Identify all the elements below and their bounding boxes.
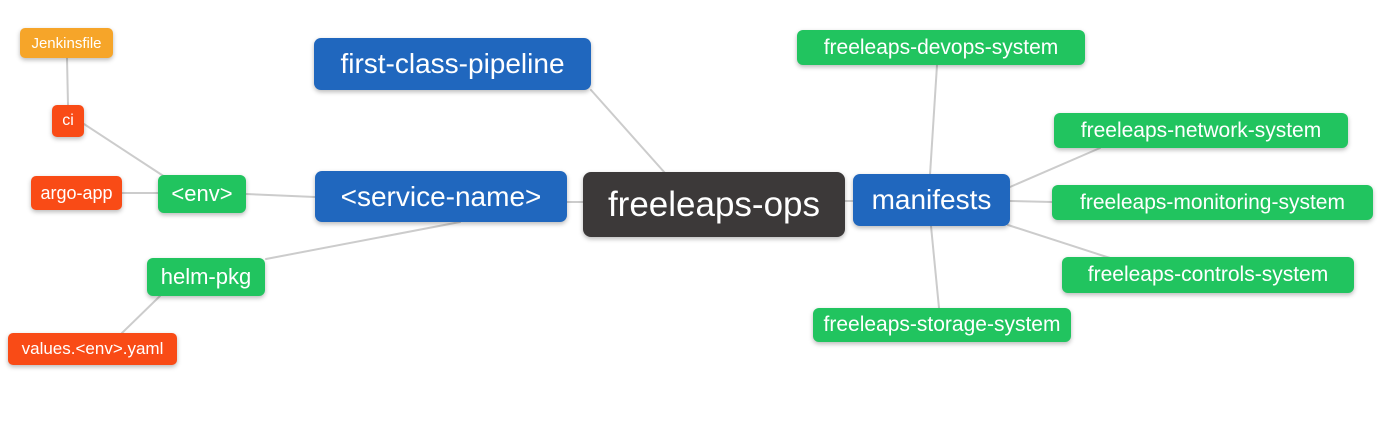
node-argo-app[interactable]: argo-app: [31, 176, 122, 210]
node-freeleaps-monitoring-system[interactable]: freeleaps-monitoring-system: [1052, 185, 1373, 220]
node-ci[interactable]: ci: [52, 105, 84, 137]
edge-manifests-network: [1009, 147, 1101, 188]
edge-first-class-pipeline-root: [590, 89, 666, 174]
node-env[interactable]: <env>: [158, 175, 246, 213]
node-helm-pkg[interactable]: helm-pkg: [147, 258, 265, 296]
edge-env-service-name: [245, 193, 316, 198]
edge-jenkinsfile-ci: [66, 57, 69, 106]
edge-manifests-devops: [929, 64, 938, 176]
node-values-env-yaml[interactable]: values.<env>.yaml: [8, 333, 177, 365]
node-first-class-pipeline[interactable]: first-class-pipeline: [314, 38, 591, 90]
node-freeleaps-ops-root[interactable]: freeleaps-ops: [583, 172, 845, 237]
edge-manifests-controls: [1007, 224, 1111, 259]
node-freeleaps-controls-system[interactable]: freeleaps-controls-system: [1062, 257, 1354, 293]
node-jenkinsfile[interactable]: Jenkinsfile: [20, 28, 113, 58]
edge-manifests-storage: [930, 225, 940, 309]
node-freeleaps-devops-system[interactable]: freeleaps-devops-system: [797, 30, 1085, 65]
edge-manifests-monitoring: [1009, 200, 1053, 203]
edge-service-name-helm-pkg: [265, 221, 461, 260]
node-service-name[interactable]: <service-name>: [315, 171, 567, 222]
node-freeleaps-storage-system[interactable]: freeleaps-storage-system: [813, 308, 1071, 342]
node-freeleaps-network-system[interactable]: freeleaps-network-system: [1054, 113, 1348, 148]
edge-helm-pkg-values: [121, 295, 161, 334]
node-manifests[interactable]: manifests: [853, 174, 1010, 226]
edge-ci-env: [83, 123, 166, 178]
